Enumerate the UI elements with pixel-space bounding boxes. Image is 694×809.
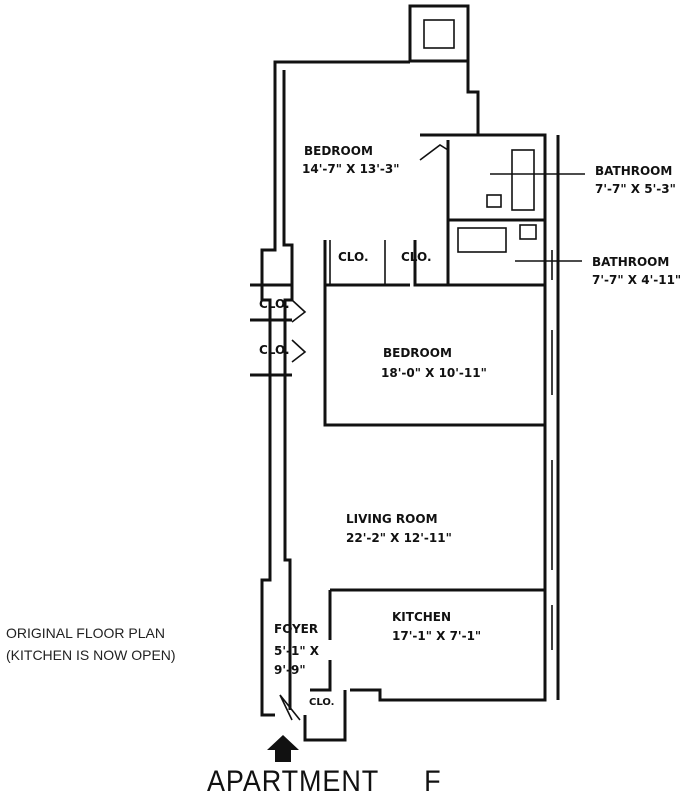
bathroom2-name: BATHROOM xyxy=(592,255,669,269)
closet-label: CLO. xyxy=(338,250,369,264)
apartment-label: APARTMENT xyxy=(207,765,380,798)
entry-arrow-icon xyxy=(267,735,299,762)
bathroom1-name: BATHROOM xyxy=(595,164,672,178)
note-line1: ORIGINAL FLOOR PLAN xyxy=(6,625,165,641)
note-line2: (KITCHEN IS NOW OPEN) xyxy=(6,647,176,663)
bathroom1-size: 7'-7" X 5'-3" xyxy=(595,182,676,196)
foyer-size-line1: 5'-1" X xyxy=(274,644,320,658)
apartment-title: APARTMENT F xyxy=(207,765,487,799)
kitchen-size: 17'-1" X 7'-1" xyxy=(392,629,481,643)
bathroom2-size: 7'-7" X 4'-11" xyxy=(592,273,681,287)
closet-label: CLO. xyxy=(259,297,290,311)
apartment-unit: F xyxy=(424,765,442,798)
bedroom2-name: BEDROOM xyxy=(383,346,452,360)
interior-walls xyxy=(250,140,545,721)
exterior-walls xyxy=(260,60,560,742)
closet-label: CLO. xyxy=(309,697,334,708)
living-room-size: 22'-2" X 12'-11" xyxy=(346,531,452,545)
bedroom1-size: 14'-7" X 13'-3" xyxy=(302,162,400,176)
closet-label: CLO. xyxy=(259,343,290,357)
bedroom2-size: 18'-0" X 10'-11" xyxy=(381,366,487,380)
living-room-name: LIVING ROOM xyxy=(346,512,438,526)
bedroom1-name: BEDROOM xyxy=(304,144,373,158)
foyer-size-line2: 9'-9" xyxy=(274,663,306,677)
closet-label: CLO. xyxy=(401,250,432,264)
kitchen-name: KITCHEN xyxy=(392,610,451,624)
floor-plan-note: ORIGINAL FLOOR PLAN (KITCHEN IS NOW OPEN… xyxy=(6,622,176,666)
chimney xyxy=(408,4,470,63)
foyer-name: FOYER xyxy=(274,622,318,636)
